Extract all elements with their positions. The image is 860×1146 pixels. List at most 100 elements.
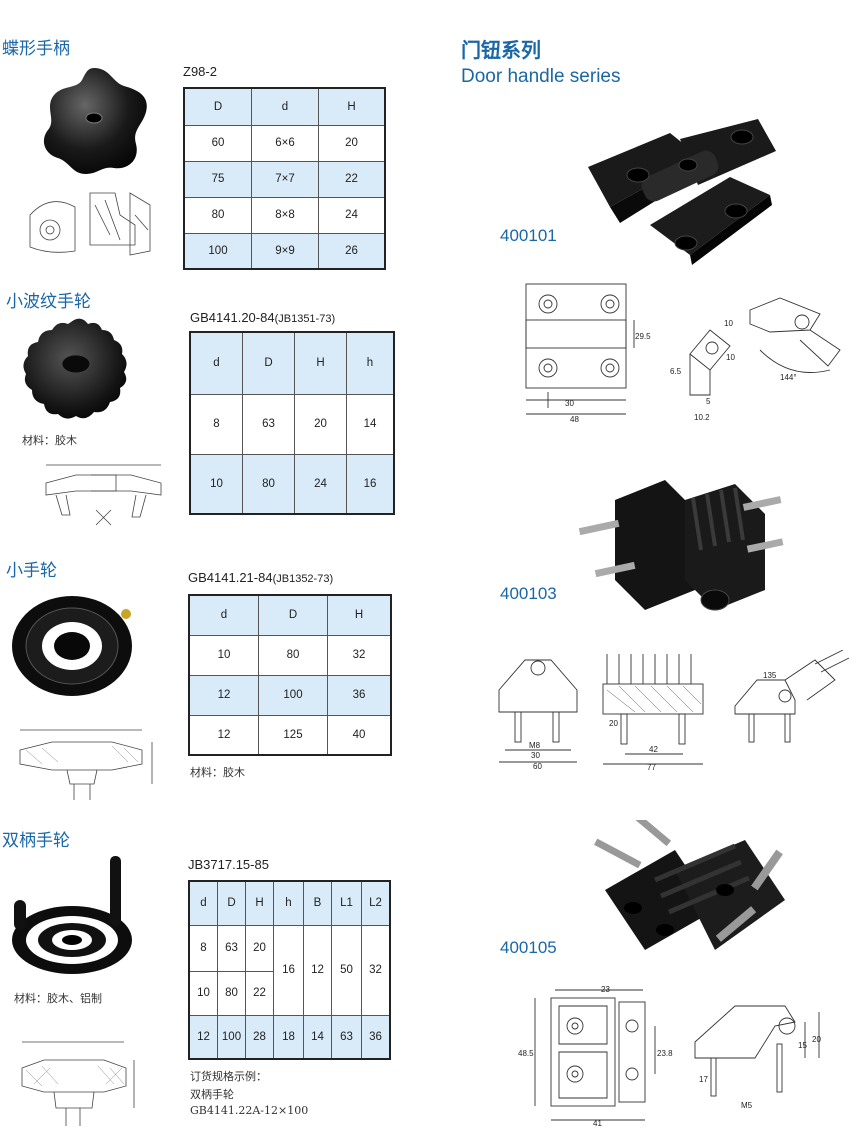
table-cell: 125 [258, 714, 328, 756]
dim-label: M8 [529, 741, 541, 750]
dim-label: 10.2 [694, 413, 710, 422]
dim-label: 48.5 [518, 1049, 534, 1058]
dim-label: 20 [609, 719, 618, 728]
section-title-small-wheel: 小手轮 [6, 561, 57, 581]
col-header: d [188, 880, 218, 926]
col-header: d [189, 331, 243, 395]
table-cell: 22 [318, 160, 386, 198]
dim-label: 144° [780, 373, 797, 382]
col-header: H [318, 87, 386, 126]
material-label: 材料：胶木 [22, 434, 77, 447]
col-header: h [273, 880, 304, 926]
wave-wheel-table: d D H h 8 63 20 14 10 80 24 16 [189, 331, 395, 515]
wave-wheel-drawing [45, 464, 162, 526]
dim-label: 17 [699, 1075, 708, 1084]
table-cell: 80 [183, 196, 252, 234]
dim-label: 30 [565, 399, 574, 408]
dim-label: 23 [601, 985, 610, 994]
col-header: D [217, 880, 246, 926]
dim-label: 10 [726, 353, 735, 362]
hinge-400101-photo [588, 119, 776, 265]
table-cell: 12 [188, 714, 259, 756]
table-cell: 8 [188, 924, 218, 972]
table-cell: 100 [183, 232, 252, 270]
table-cell: 8×8 [251, 196, 319, 234]
col-header: H [327, 594, 392, 636]
table-cell: 32 [327, 634, 392, 676]
table-cell: 26 [318, 232, 386, 270]
table-cell: 6×6 [251, 124, 319, 162]
col-header: H [245, 880, 274, 926]
col-header: h [346, 331, 395, 395]
col-header: D [183, 87, 252, 126]
small-wheel-table: d D H 10 80 32 12 100 36 12 125 40 [188, 594, 392, 756]
table-cell: 10 [189, 453, 243, 515]
hinge-400103-drawing: M8 30 60 20 42 77 135 [498, 650, 850, 770]
dim-label: 6.5 [670, 367, 682, 376]
table-cell: 10 [188, 970, 218, 1016]
dim-label: 23.8 [657, 1049, 673, 1058]
table-cell: 40 [327, 714, 392, 756]
table-cell: 12 [303, 924, 332, 1016]
table-cell: 16 [273, 924, 304, 1016]
wave-wheel-photo [23, 318, 127, 419]
dim-label: 5 [706, 397, 711, 406]
hinge-400105-drawing: 23 48.5 23.8 41 15 20 17 M5 [518, 985, 821, 1128]
table-cell: 63 [217, 924, 246, 972]
table-cell: 28 [245, 1014, 274, 1060]
table-cell: 80 [217, 970, 246, 1016]
section-title-double-handle-wheel: 双柄手轮 [2, 831, 70, 851]
page-subtitle: Door handle series [461, 66, 621, 87]
table-cell: 12 [188, 1014, 218, 1060]
table-cell: 10 [188, 634, 259, 676]
table-cell: 80 [242, 453, 295, 515]
table-title: GB4141.21-84(JB1352-73) [188, 570, 334, 585]
material-label: 材料：胶木、铝制 [14, 992, 102, 1005]
dim-label: 15 [798, 1041, 807, 1050]
table-cell: 20 [318, 124, 386, 162]
dim-label: 48 [570, 415, 579, 424]
dim-label: 30 [531, 751, 540, 760]
product-code: 400101 [500, 226, 557, 245]
table-cell: 80 [258, 634, 328, 676]
hinge-400103-photo [578, 480, 784, 611]
col-header: D [242, 331, 295, 395]
table-cell: 36 [327, 674, 392, 716]
table-cell: 14 [346, 393, 395, 455]
table-cell: 16 [346, 453, 395, 515]
product-code: 400105 [500, 938, 557, 957]
table-cell: 63 [331, 1014, 362, 1060]
dim-label: M5 [741, 1101, 753, 1110]
table-cell: 18 [273, 1014, 304, 1060]
double-handle-wheel-drawing [21, 1041, 135, 1126]
hinge-400101-drawing: 29.5 30 48 10 6.5 10 5 10.2 144° [525, 283, 841, 424]
dim-label: 20 [812, 1035, 821, 1044]
table-cell: 60 [183, 124, 252, 162]
table-cell: 36 [361, 1014, 391, 1060]
dim-label: 42 [649, 745, 658, 754]
col-header: H [294, 331, 347, 395]
table-cell: 14 [303, 1014, 332, 1060]
table-title: JB3717.15-85 [188, 857, 269, 872]
table-cell: 63 [242, 393, 295, 455]
star-knob-table: D d H 60 6×6 20 75 7×7 22 80 8×8 24 100 … [183, 87, 386, 270]
col-header: d [251, 87, 319, 126]
star-knob-photo [43, 68, 147, 174]
order-note: 订货规格示例： [190, 1070, 267, 1083]
table-cell: 7×7 [251, 160, 319, 198]
small-wheel-drawing [19, 729, 153, 800]
small-wheel-photo [12, 596, 132, 696]
section-title-star-knob: 蝶形手柄 [2, 39, 70, 59]
double-handle-wheel-photo [12, 856, 132, 974]
table-cell: 32 [361, 924, 391, 1016]
col-header: L1 [331, 880, 362, 926]
dim-label: 41 [593, 1119, 602, 1128]
table-cell: 20 [294, 393, 347, 455]
table-cell: 12 [188, 674, 259, 716]
dim-label: 29.5 [635, 332, 651, 341]
table-cell: 75 [183, 160, 252, 198]
col-header: d [188, 594, 259, 636]
star-knob-drawing [29, 192, 151, 256]
double-handle-wheel-table: d D H h B L1 L2 8 63 20 16 12 50 32 10 8… [188, 880, 391, 1060]
table-cell: 24 [318, 196, 386, 234]
